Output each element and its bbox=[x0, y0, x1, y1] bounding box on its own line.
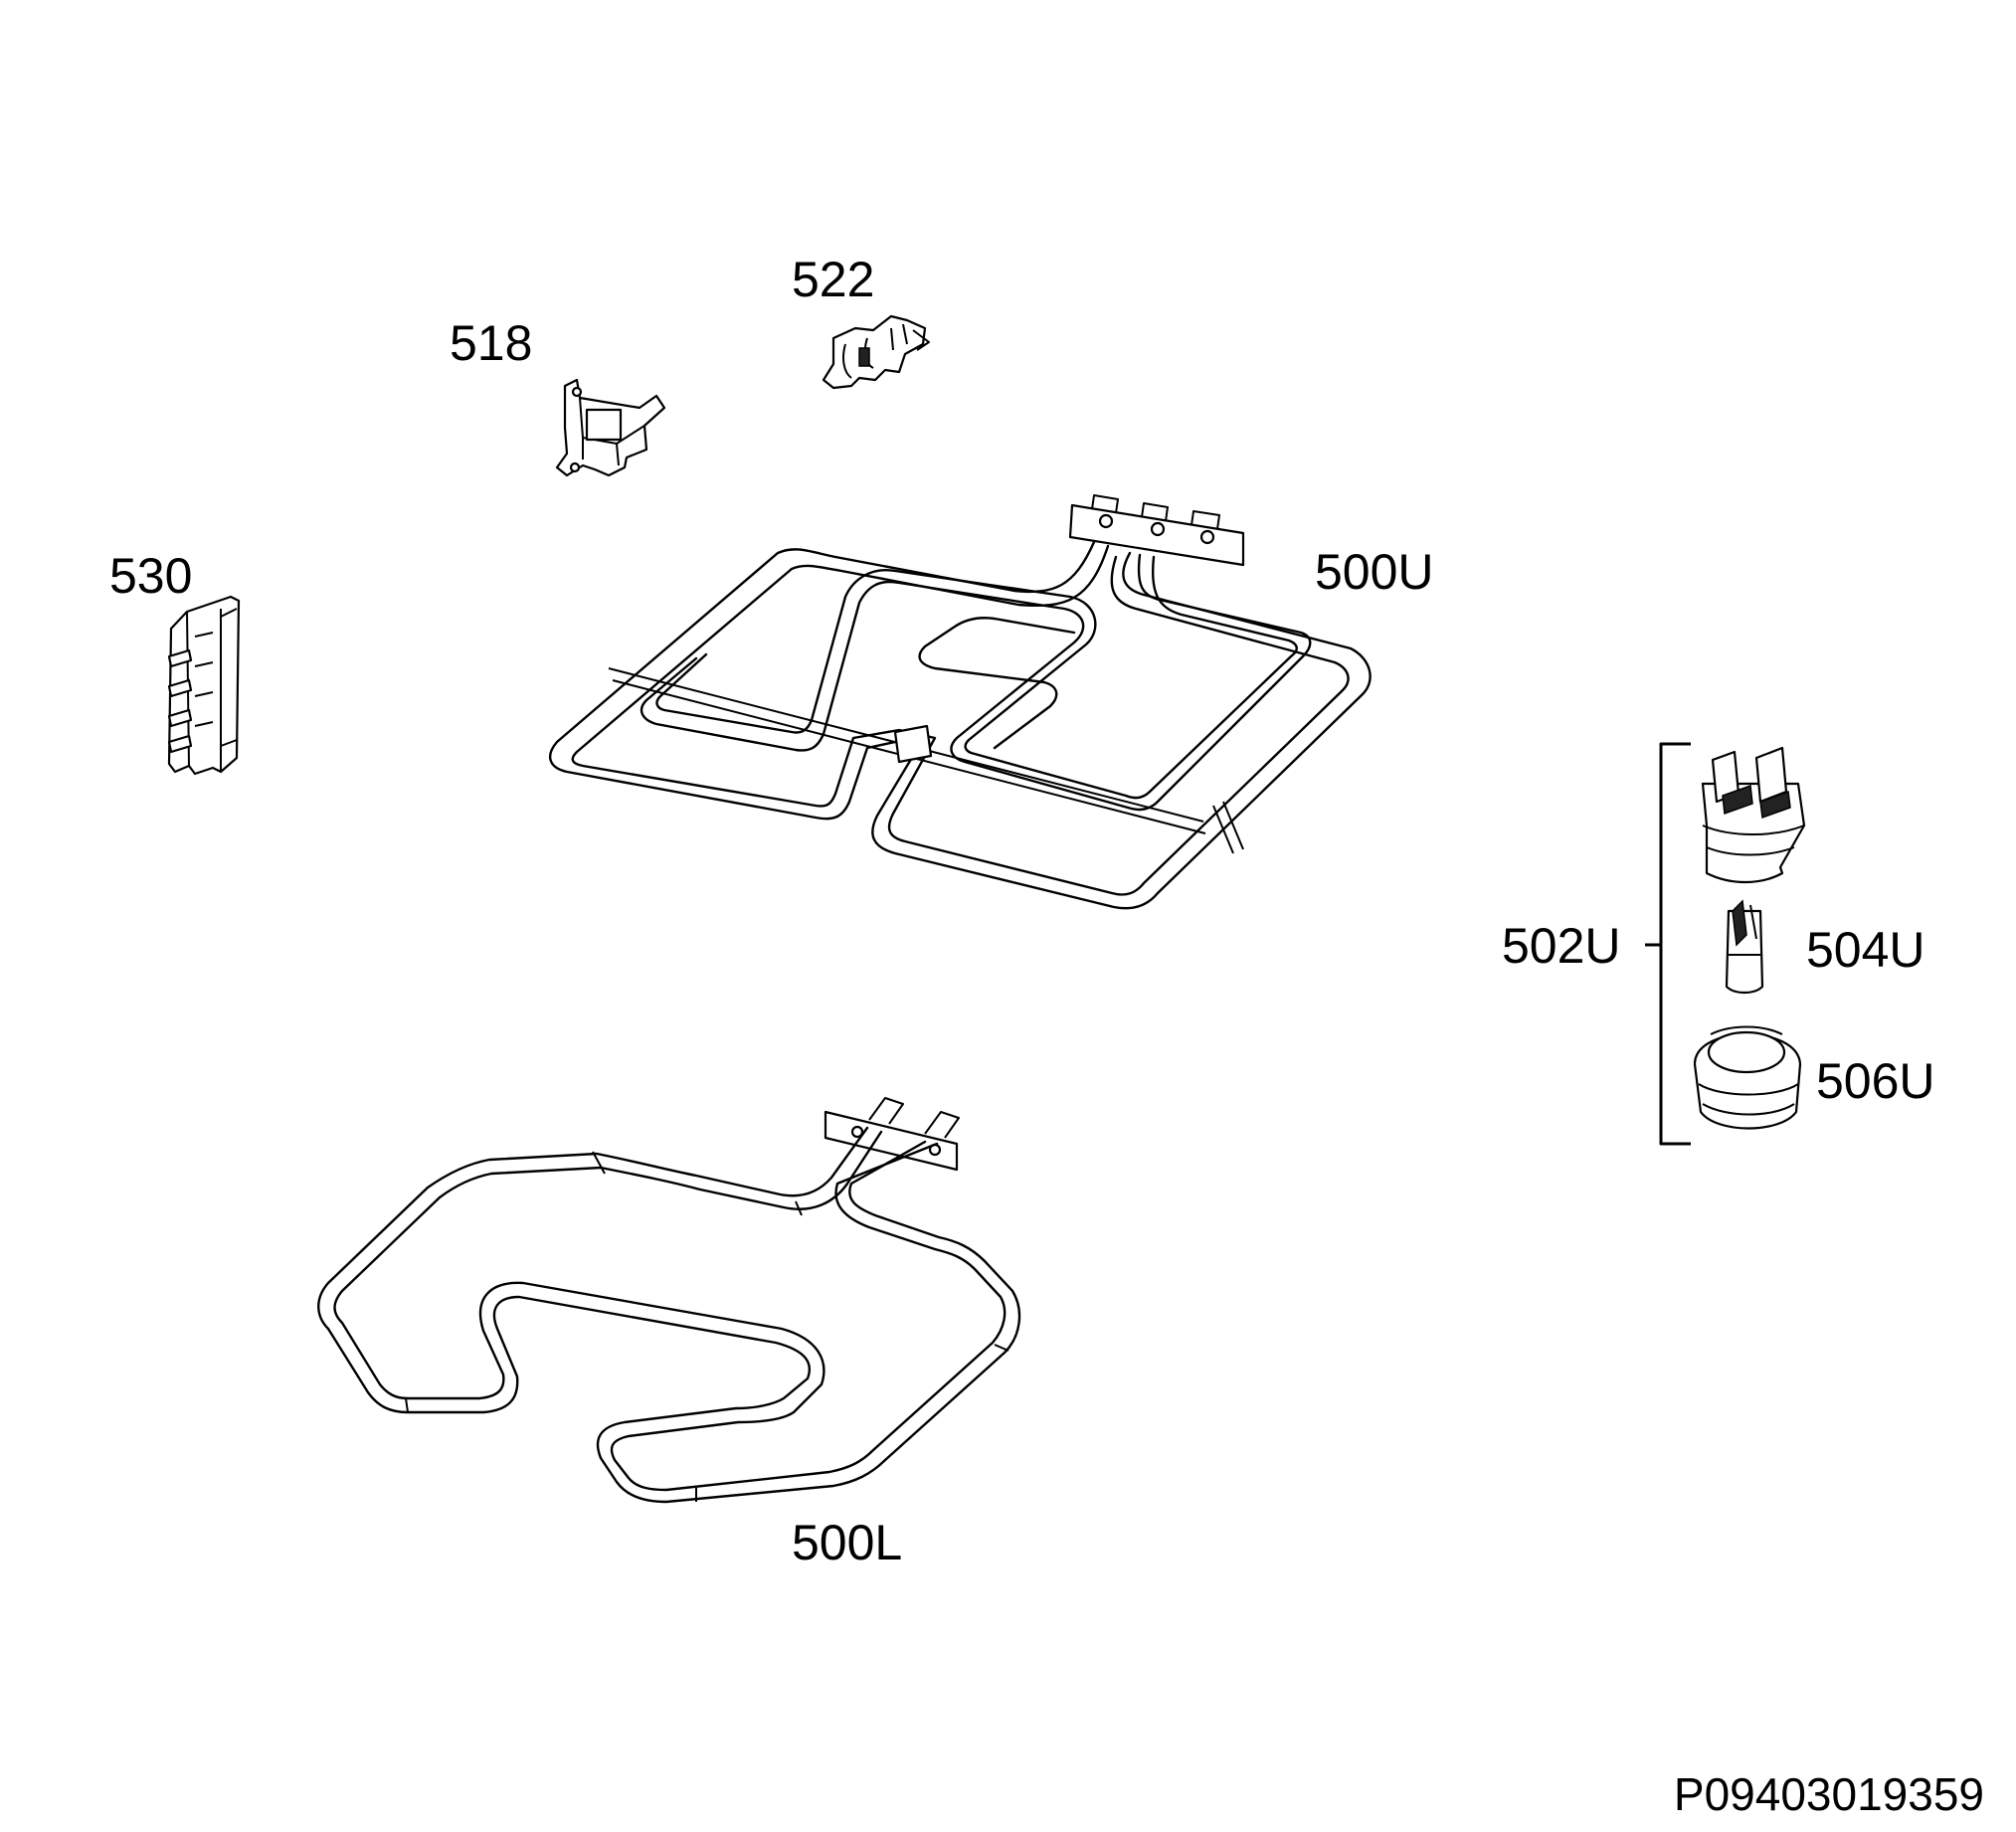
label-530: 530 bbox=[109, 548, 192, 604]
part-500L-drawing bbox=[317, 1097, 1021, 1504]
part-502U-lamp-holder-drawing bbox=[1701, 746, 1806, 884]
label-500L: 500L bbox=[792, 1515, 902, 1570]
part-522-drawing bbox=[822, 314, 930, 390]
part-500U-drawing bbox=[548, 494, 1372, 910]
label-522: 522 bbox=[792, 252, 874, 307]
part-530-drawing bbox=[167, 595, 241, 776]
label-518: 518 bbox=[450, 315, 532, 371]
label-500U: 500U bbox=[1315, 544, 1434, 600]
label-506U: 506U bbox=[1816, 1053, 1935, 1109]
part-506U-lens-drawing bbox=[1693, 1025, 1802, 1130]
label-504U: 504U bbox=[1806, 922, 1925, 978]
part-502U-bracket bbox=[1645, 742, 1691, 1146]
drawing-code: P09403019359 bbox=[1674, 1768, 1984, 1820]
part-518-drawing bbox=[555, 378, 666, 477]
label-502U: 502U bbox=[1502, 918, 1621, 974]
part-504U-bulb-drawing bbox=[1725, 899, 1764, 995]
